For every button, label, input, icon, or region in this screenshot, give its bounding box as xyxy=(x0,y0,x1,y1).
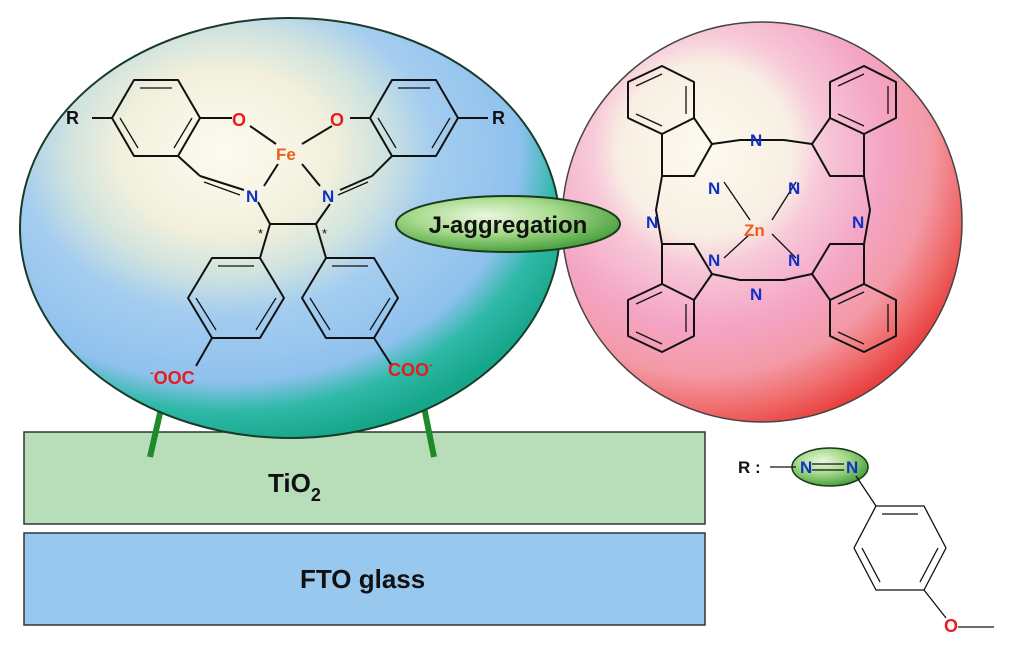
j-aggregation-label: J-aggregation xyxy=(429,212,588,239)
r-group-structure: R : N N O xyxy=(738,447,994,636)
pc-n-inner-tr: N xyxy=(788,179,800,198)
r-group-n2: N xyxy=(846,458,858,477)
j-aggregation-badge: J-aggregation xyxy=(395,195,621,253)
tio2-layer: TiO2 xyxy=(23,431,706,525)
zn-pc-structure: N N N N N N N Zn N xyxy=(627,65,897,353)
stereo-star-left: * xyxy=(258,226,263,241)
pc-n-left: N xyxy=(646,213,658,232)
fe-complex-o-right: O xyxy=(330,110,344,130)
fe-complex-r-left: R xyxy=(66,108,79,128)
tio2-label: TiO2 xyxy=(268,468,321,505)
fe-complex-r-right: R xyxy=(492,108,505,128)
fe-complex-o-left: O xyxy=(232,110,246,130)
fe-complex-n-right: N xyxy=(322,187,334,206)
pc-n-inner-tl: N xyxy=(708,179,720,198)
pc-n-inner-br: N xyxy=(788,251,800,270)
carboxylate-right: COO- xyxy=(388,359,433,380)
carboxylate-left: -OOC xyxy=(150,367,195,388)
pc-n-bottom: N xyxy=(750,285,762,304)
fto-glass-layer: FTO glass xyxy=(23,532,706,626)
pc-n-right: N xyxy=(852,213,864,232)
fto-label: FTO glass xyxy=(300,564,425,594)
pc-n-top: N xyxy=(750,131,762,150)
r-group-o: O xyxy=(944,616,958,636)
r-group-n1: N xyxy=(800,458,812,477)
fe-complex-structure: R R O O Fe N N * * -OOC COO- xyxy=(66,79,505,388)
r-group-label: R : xyxy=(738,458,761,477)
stereo-star-right: * xyxy=(322,226,327,241)
fe-metal-label: Fe xyxy=(276,145,296,164)
zn-metal-label: Zn xyxy=(744,221,765,240)
pc-n-inner-bl: N xyxy=(708,251,720,270)
fe-complex-n-left: N xyxy=(246,187,258,206)
